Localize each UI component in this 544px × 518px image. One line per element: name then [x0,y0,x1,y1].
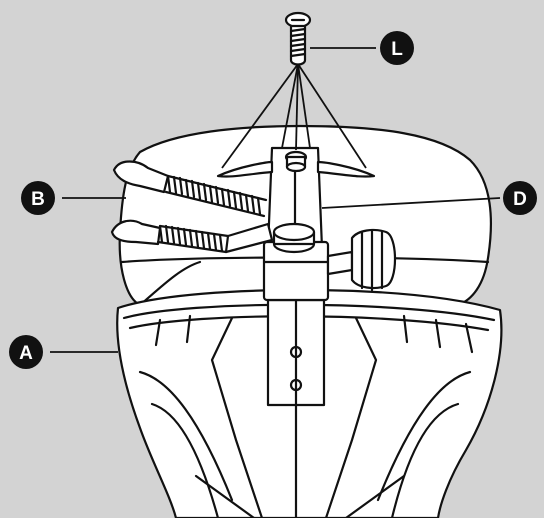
callout-leader-d [321,197,501,209]
lower-hose-link [224,222,274,254]
adjuster-knob [350,228,396,290]
left-wing [216,160,274,178]
callout-badge-a: A [9,335,43,369]
lower-hose-nozzle [110,219,162,246]
callout-label-b: B [31,189,45,210]
upper-spring-outline [164,174,268,218]
lower-chevron-left [194,474,256,518]
callout-badge-d: D [503,181,537,215]
callout-label-l: L [391,39,403,60]
lower-spring [158,224,224,253]
upper-spring [166,174,262,216]
right-leg-outer [376,370,472,502]
left-leg-inner [150,402,220,518]
center-bracket-left [210,316,264,518]
left-leg-outer [138,370,234,502]
clamp-knob-shaft [326,250,354,276]
callout-badge-b: B [21,181,55,215]
guide-lines [221,63,367,169]
lower-spring-outline [156,224,230,254]
lower-chevron-right [344,474,406,518]
callout-label-a: A [19,343,33,364]
adjuster-knob-grip [360,228,384,292]
right-wing [316,160,376,178]
callout-badge-l: L [380,31,414,65]
upper-hose-nozzle [112,160,170,194]
bracket-bolt-base [285,161,307,173]
screw-threads [289,27,307,58]
lower-unit-ribs [154,314,474,354]
right-leg-inner [390,402,460,518]
clamp-knob-top [272,222,316,242]
center-bracket-right [324,316,378,518]
callout-label-d: D [513,189,527,210]
